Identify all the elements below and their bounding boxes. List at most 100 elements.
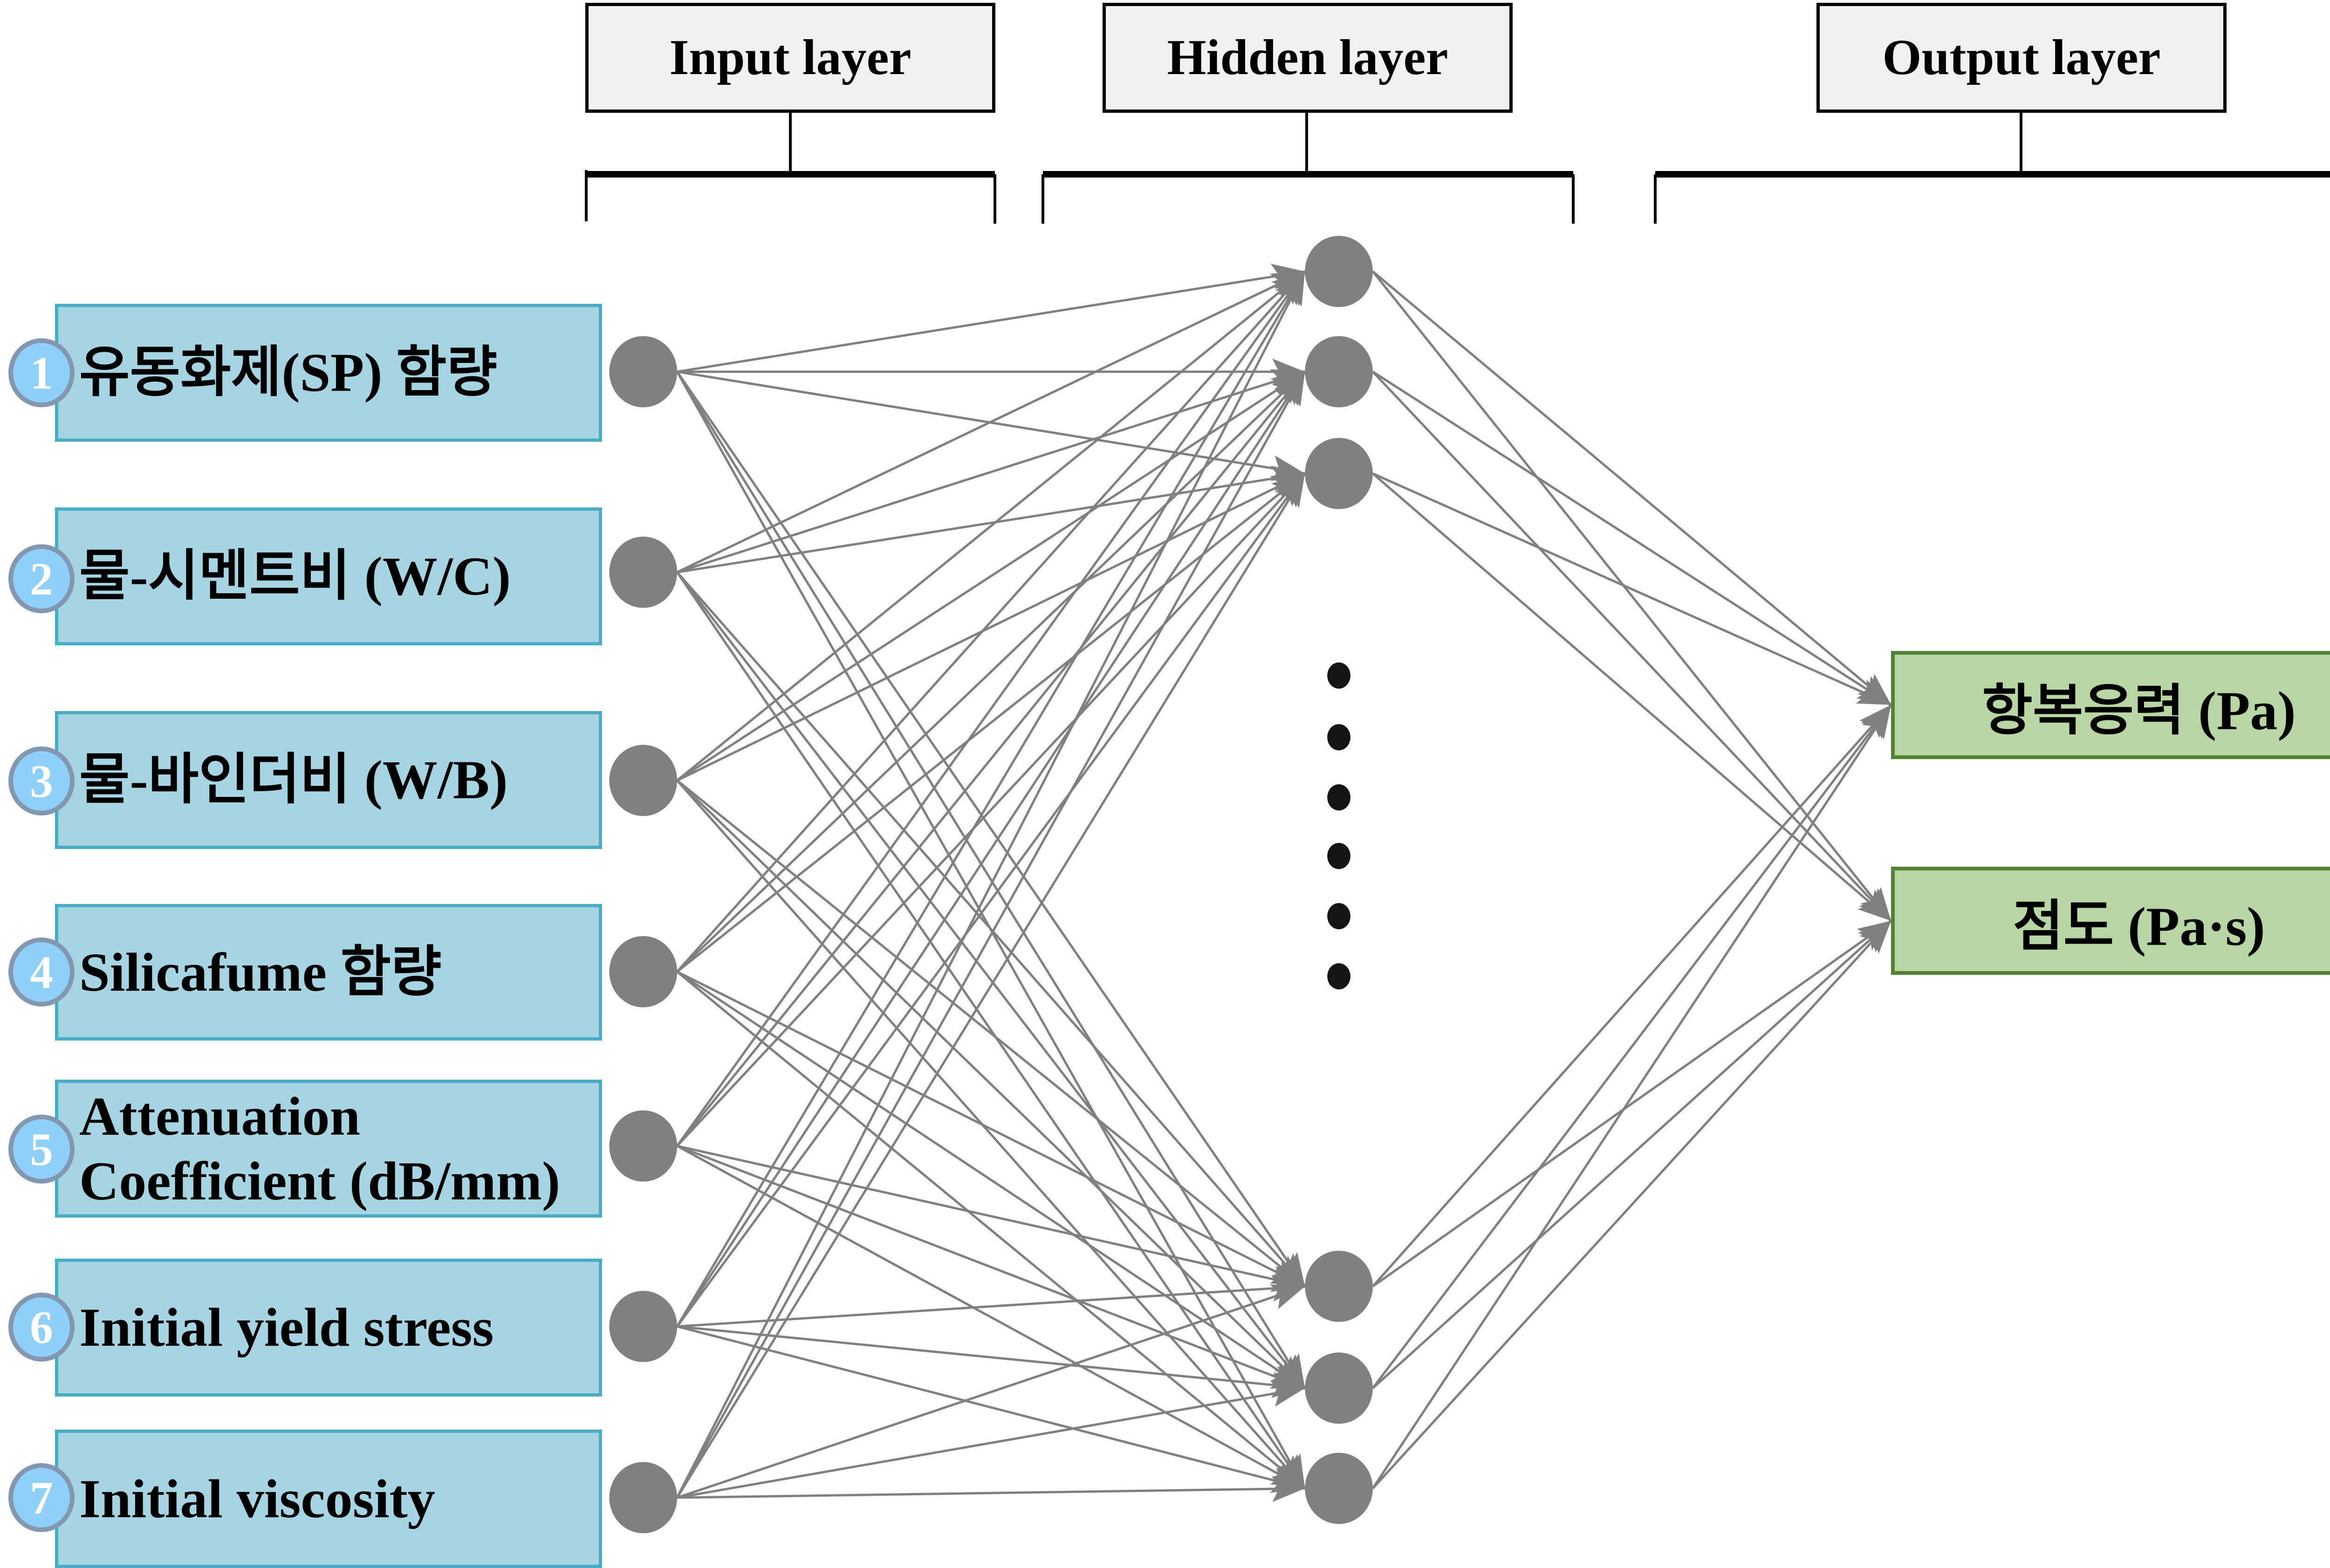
edge-input7-hidden1 [676, 271, 1306, 1499]
hidden-node-1 [1305, 236, 1373, 308]
edge-input4-hidden1 [676, 270, 1306, 972]
hidden-layer-bracket [1042, 112, 1575, 224]
edge-hidden5-output2 [1372, 920, 1892, 1389]
input-number-badge: 5 [8, 1115, 75, 1184]
output-layer-title: Output layer [1882, 30, 2161, 85]
edge-input3-hidden1 [676, 270, 1306, 781]
input-feature-4: Silicafume 함량 [55, 904, 602, 1041]
edge-input2-hidden1 [677, 270, 1306, 574]
edge-input2-hidden5 [676, 571, 1306, 1389]
edge-input2-hidden3 [677, 466, 1305, 574]
hidden-layer-header: Hidden layer [1103, 3, 1513, 113]
input-node-1 [609, 336, 678, 408]
badge-number: 4 [30, 946, 53, 998]
hidden-node-6 [1305, 1452, 1373, 1524]
edge-input7-hidden4 [677, 1284, 1306, 1499]
hidden-node-2 [1305, 336, 1373, 408]
input-node-7 [609, 1462, 678, 1534]
edge-input4-hidden4 [676, 971, 1306, 1287]
edge-input6-hidden4 [677, 1275, 1305, 1328]
input-number-badge: 6 [8, 1293, 75, 1362]
hidden-layer-title: Hidden layer [1167, 30, 1448, 85]
edge-input6-hidden6 [677, 1325, 1305, 1493]
edge-input3-hidden4 [676, 779, 1306, 1287]
input-number-badge: 2 [8, 544, 75, 613]
input-feature-6: Initial yield stress [55, 1259, 602, 1397]
edge-hidden2-output1 [1372, 370, 1892, 706]
input-number-badge: 7 [8, 1463, 75, 1532]
edge-input5-hidden1 [676, 271, 1306, 1147]
edge-input6-hidden5 [677, 1325, 1305, 1398]
output-layer-bracket [1654, 112, 2330, 224]
edge-input5-hidden2 [676, 371, 1306, 1147]
output-yield-stress: 항복응력 (Pa) [1891, 651, 2330, 759]
edge-input3-hidden3 [676, 472, 1306, 782]
edge-hidden3-output1 [1372, 472, 1892, 706]
hidden-node-4 [1305, 1251, 1373, 1322]
edge-input5-hidden5 [677, 1144, 1306, 1390]
input-feature-5: Attenuation Coefficient (dB/mm) [55, 1080, 602, 1218]
badge-number: 2 [30, 553, 53, 605]
edge-hidden5-output1 [1371, 704, 1892, 1389]
edge-input4-hidden3 [676, 472, 1306, 973]
edge-input2-hidden6 [676, 571, 1306, 1489]
edge-input1-hidden4 [676, 371, 1306, 1287]
edge-input4-hidden5 [676, 971, 1306, 1390]
input-number-badge: 1 [8, 338, 75, 407]
input-node-5 [609, 1110, 678, 1182]
hidden-node-3 [1305, 438, 1373, 509]
input-feature-label: Initial viscosity [79, 1468, 435, 1529]
nodes [609, 236, 1373, 1534]
input-layer-title: Input layer [669, 30, 911, 85]
input-layer-bracket [585, 112, 996, 224]
input-node-4 [609, 936, 678, 1007]
input-number-badge: 4 [8, 938, 75, 1007]
edge-input7-hidden3 [676, 472, 1306, 1499]
ellipsis-dot-3 [1327, 784, 1350, 811]
edge-input6-hidden2 [676, 371, 1306, 1327]
input-feature-label: 물-바인더비 (W/B) [79, 749, 508, 811]
input-node-2 [609, 536, 678, 608]
hidden-node-5 [1305, 1352, 1373, 1424]
input-feature-3: 물-바인더비 (W/B) [55, 711, 602, 849]
output-label: 점도 (Pa·s) [2013, 896, 2265, 957]
edge-hidden6-output1 [1371, 704, 1892, 1489]
edge-hidden2-output2 [1372, 370, 1892, 922]
edge-hidden6-output2 [1372, 920, 1892, 1489]
edge-hidden4-output2 [1372, 920, 1892, 1287]
badge-number: 6 [30, 1301, 53, 1353]
edge-input1-hidden5 [676, 371, 1306, 1389]
input-feature-2: 물-시멘트비 (W/C) [55, 507, 602, 645]
badge-number: 1 [30, 347, 53, 399]
edge-input6-hidden3 [676, 472, 1306, 1328]
edge-input5-hidden3 [676, 472, 1306, 1147]
edge-hidden1-output2 [1371, 271, 1892, 922]
edge-input3-hidden2 [676, 370, 1306, 781]
edge-input2-hidden2 [677, 369, 1306, 574]
input-node-3 [609, 745, 678, 816]
badge-number: 5 [30, 1123, 53, 1175]
edge-input5-hidden6 [676, 1145, 1306, 1490]
ellipsis-dot-5 [1327, 903, 1350, 930]
input-feature-label: 물-시멘트비 (W/C) [79, 546, 511, 607]
edge-input7-hidden5 [677, 1381, 1305, 1499]
output-viscosity: 점도 (Pa·s) [1891, 867, 2330, 975]
edge-hidden3-output2 [1372, 472, 1892, 922]
badge-number: 7 [30, 1472, 53, 1524]
input-feature-label: Silicafume 함량 [79, 941, 442, 1003]
edge-hidden1-output1 [1372, 270, 1892, 706]
edge-input3-hidden5 [676, 780, 1306, 1389]
edge-input4-hidden6 [676, 971, 1306, 1490]
edge-input7-hidden2 [676, 371, 1306, 1499]
edge-input1-hidden1 [677, 263, 1305, 373]
edge-input3-hidden6 [676, 780, 1306, 1489]
ellipsis-dot-4 [1327, 842, 1350, 870]
ellipsis-dot-2 [1327, 724, 1350, 751]
edge-hidden4-output1 [1372, 704, 1892, 1287]
input-feature-label: 유동화제(SP) 함량 [79, 342, 498, 404]
input-number-badge: 3 [8, 746, 75, 815]
output-label: 항복응력 (Pa) [1982, 680, 2296, 741]
input-feature-label: Attenuation Coefficient (dB/mm) [79, 1085, 561, 1212]
edge-input7-hidden6 [677, 1476, 1305, 1502]
